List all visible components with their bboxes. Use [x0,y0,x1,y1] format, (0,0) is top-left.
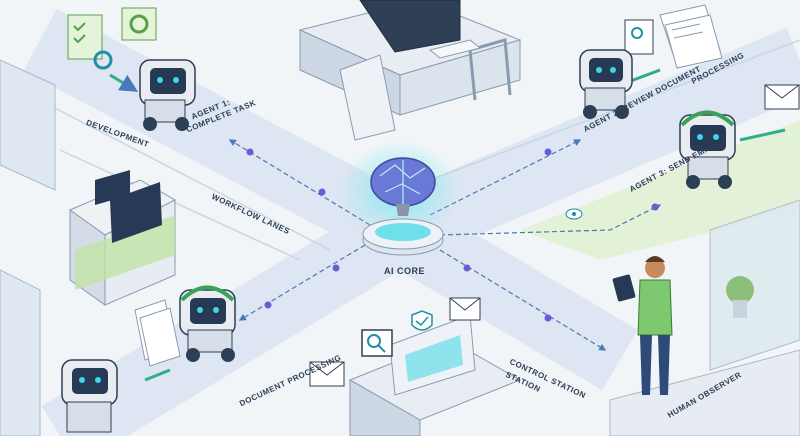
plant-icon [726,276,754,318]
robot-icon-bottom [61,359,118,433]
robot-icon-agent1 [139,59,196,131]
document-magnifier-icon [624,19,654,55]
right-partition [609,199,800,436]
shield-check-icon [411,310,433,331]
envelope-icon-doc [309,361,345,387]
eye-icon [565,208,583,220]
papers-stack-icon [134,299,181,367]
robot-icon-doc [179,285,236,362]
machine-screen [110,182,162,243]
pc-tower [339,54,396,141]
keyboard [428,39,482,59]
left-lab-equipment [0,59,177,436]
envelope-icon-agent3 [764,84,800,110]
flow-nodes [246,148,659,322]
tablet-icon [612,274,636,302]
magnifier-icon [361,329,393,357]
robot-icon-agent3 [679,110,736,189]
top-desk-workstation [298,0,522,141]
human-observer [612,256,673,395]
brain-icon [370,157,436,216]
control-station [309,297,522,436]
office-chair [468,38,512,101]
ai-core [340,140,460,256]
control-monitor-icon [405,335,463,382]
document-stack-icon [659,4,723,69]
robot-icon-agent2 [579,49,633,119]
desk-monitor-icon [359,0,461,53]
gear-icon [93,7,157,70]
ai-core-label: AI CORE [384,266,426,276]
checklist-icon [67,14,103,60]
envelope-icon-station [449,297,481,321]
